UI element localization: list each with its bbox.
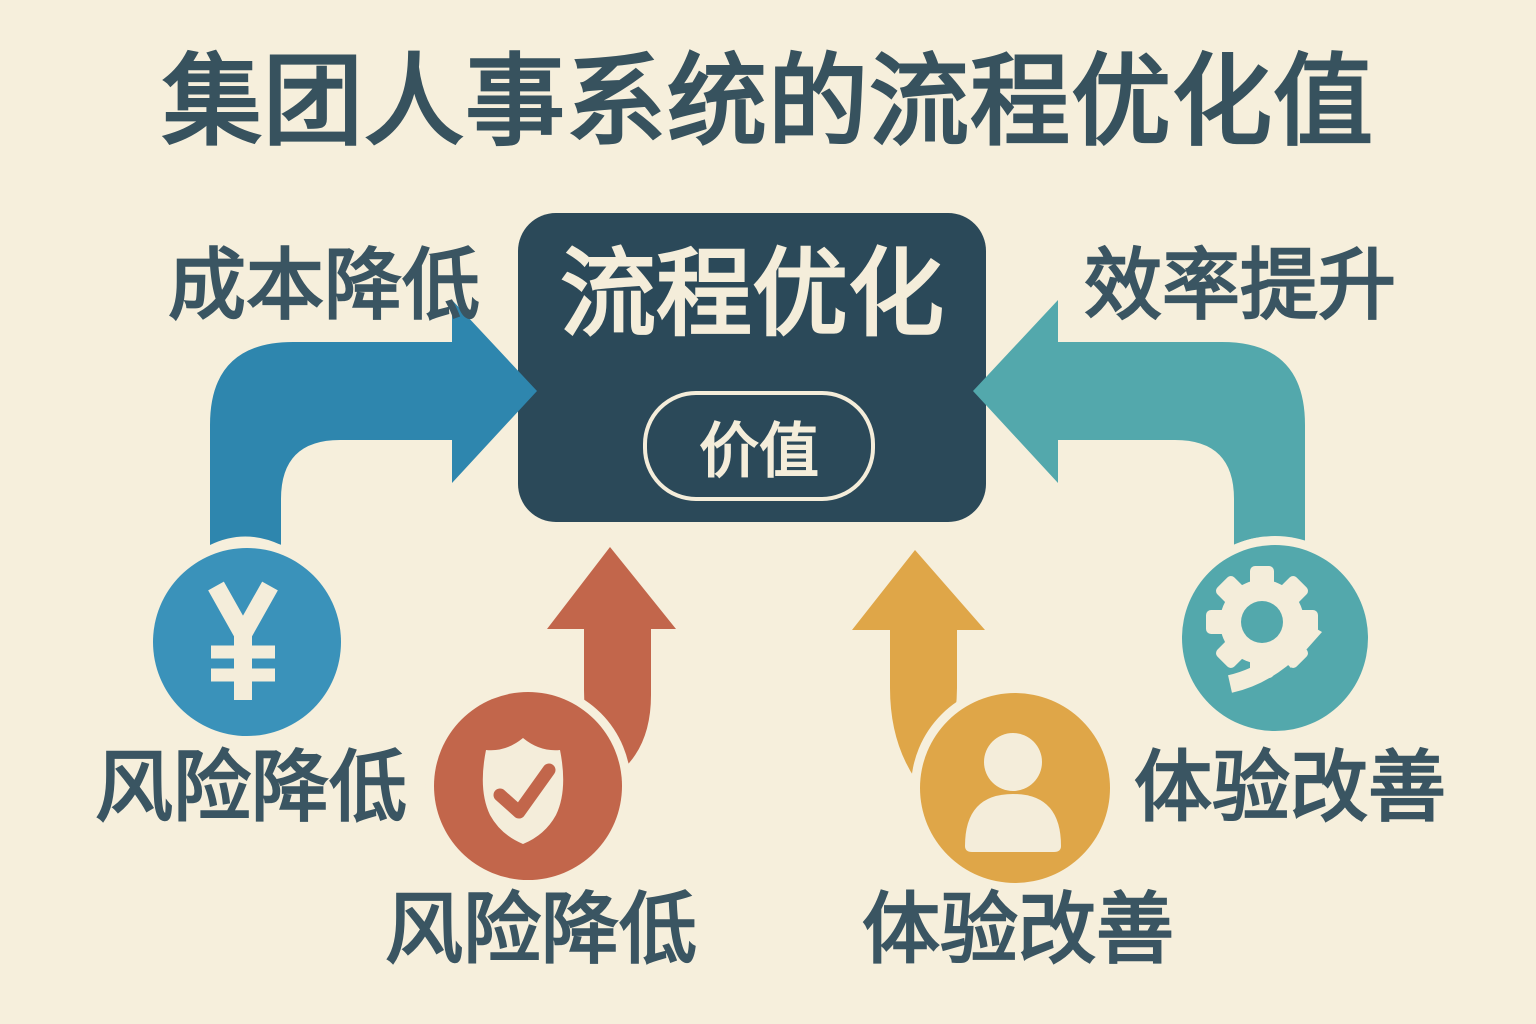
risk-arrow [547,547,676,778]
risk-left-label: 风险降低 [94,743,407,831]
cost-label: 成本降低 [167,241,480,329]
efficiency-arrow [973,300,1305,545]
center-box [518,213,986,522]
yen-icon [208,581,278,700]
value-badge: 价值 [643,391,875,501]
person-icon [965,733,1061,852]
cost-arrow [210,300,537,545]
experience-bottom-label: 体验改善 [861,885,1174,973]
shield-checkmark [493,763,556,819]
risk-bottom-label: 风险降低 [384,885,697,973]
page-title: 集团人事系统的流程优化值 [162,46,1374,158]
experience-right-label: 体验改善 [1133,743,1446,831]
center-box-title: 流程优化 [560,241,944,348]
shield-check-icon [482,738,564,844]
gear-arrow-icon [1206,566,1322,693]
efficiency-label: 效率提升 [1083,241,1396,329]
